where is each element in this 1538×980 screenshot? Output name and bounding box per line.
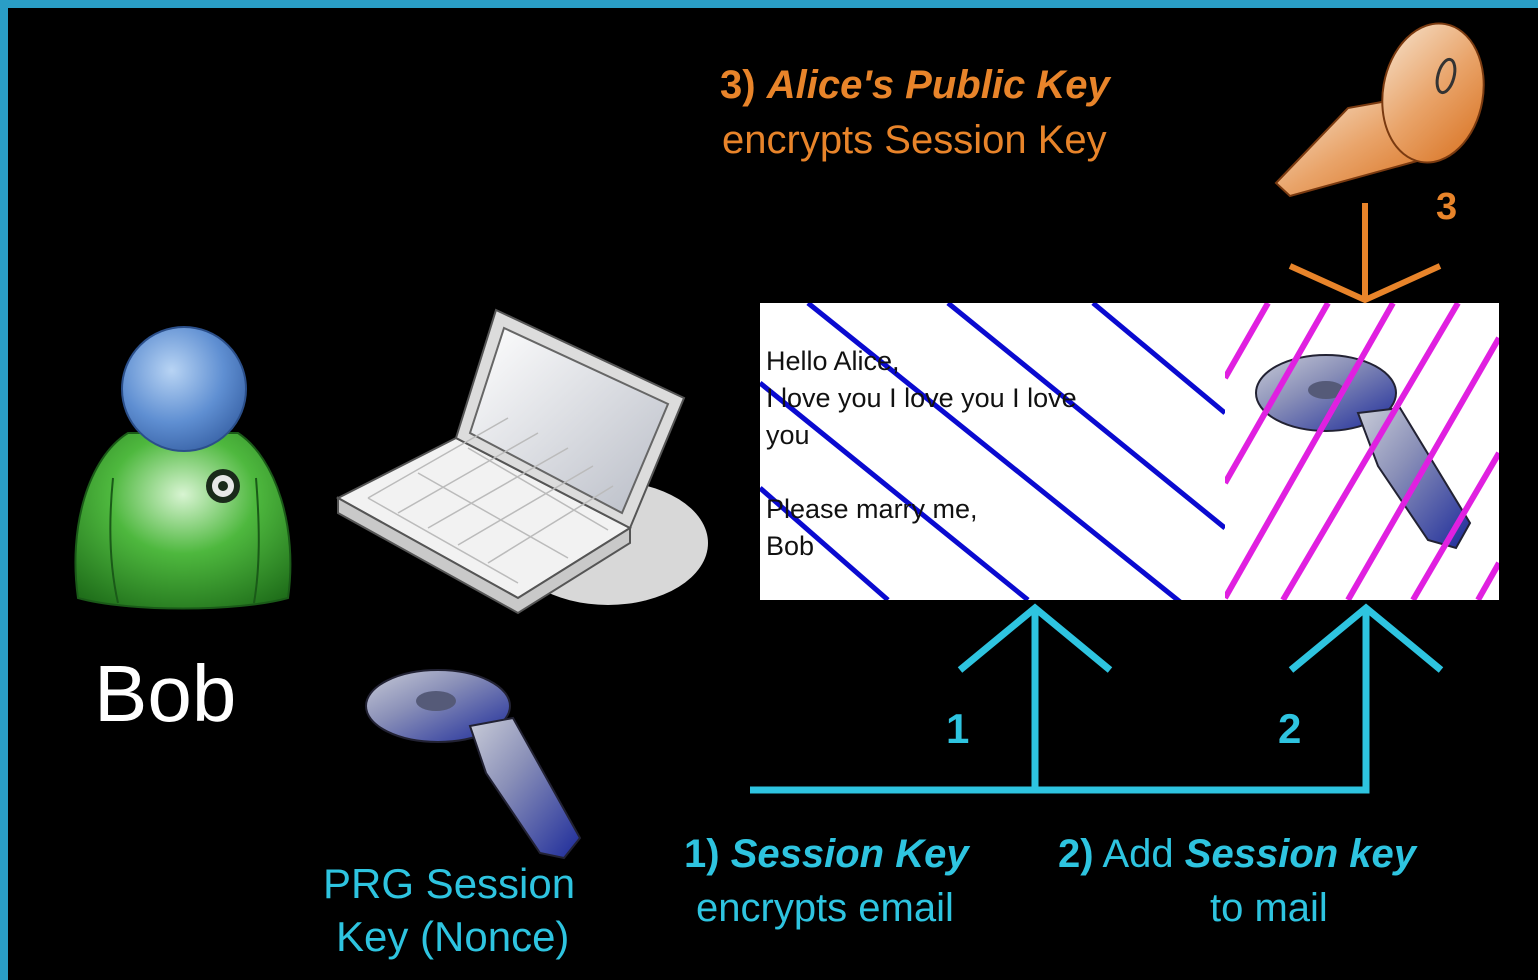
step2-number: 2) (1058, 832, 1094, 876)
step3-title: 3) Alice's Public Key (720, 63, 1110, 108)
step2-title: 2) Add Session key (1058, 832, 1416, 877)
laptop-icon (335, 308, 708, 615)
session-key-caption-line1: PRG Session (323, 860, 576, 907)
diagram-canvas: Hello Alice, I love you I love you I love… (8, 8, 1538, 980)
step1-subtitle: encrypts email (696, 886, 954, 930)
key-icon (365, 669, 582, 860)
step3-title-text: Alice's Public Key (766, 63, 1110, 107)
diagram-graphics (74, 22, 1499, 860)
person-name: Bob (94, 649, 237, 738)
step3-marker: 3 (1436, 186, 1458, 228)
email-line: you (766, 420, 810, 450)
session-key-caption-line2: Key (Nonce) (336, 913, 570, 960)
email-body: Hello Alice, I love you I love you I love… (766, 343, 1077, 565)
key-hatching (1225, 303, 1499, 600)
email-line: Bob (766, 531, 815, 561)
public-key-icon (1274, 22, 1485, 198)
step1-title: 1) Session Key (684, 832, 969, 877)
step3-subtitle: encrypts Session Key (722, 118, 1107, 162)
email-line: Please marry me, (766, 494, 978, 524)
step2-marker: 2 (1278, 705, 1302, 752)
email-line: Hello Alice, (766, 346, 900, 376)
step1-number: 1) (684, 832, 720, 876)
step2-prefix: Add (1102, 832, 1174, 876)
step1-title-text: Session Key (730, 832, 969, 876)
email-hatching (760, 303, 1225, 600)
email-line: I love you I love you I love (766, 383, 1077, 413)
user-icon (74, 326, 292, 610)
step3-number: 3) (720, 63, 756, 107)
key-icon (1255, 354, 1472, 550)
arrow-icon (1288, 203, 1442, 304)
session-key-box (1225, 303, 1499, 600)
step1-marker: 1 (946, 705, 970, 752)
arrow-icon (750, 603, 1444, 794)
step2-subtitle: to mail (1210, 886, 1328, 930)
step2-title-text: Session key (1184, 832, 1417, 876)
